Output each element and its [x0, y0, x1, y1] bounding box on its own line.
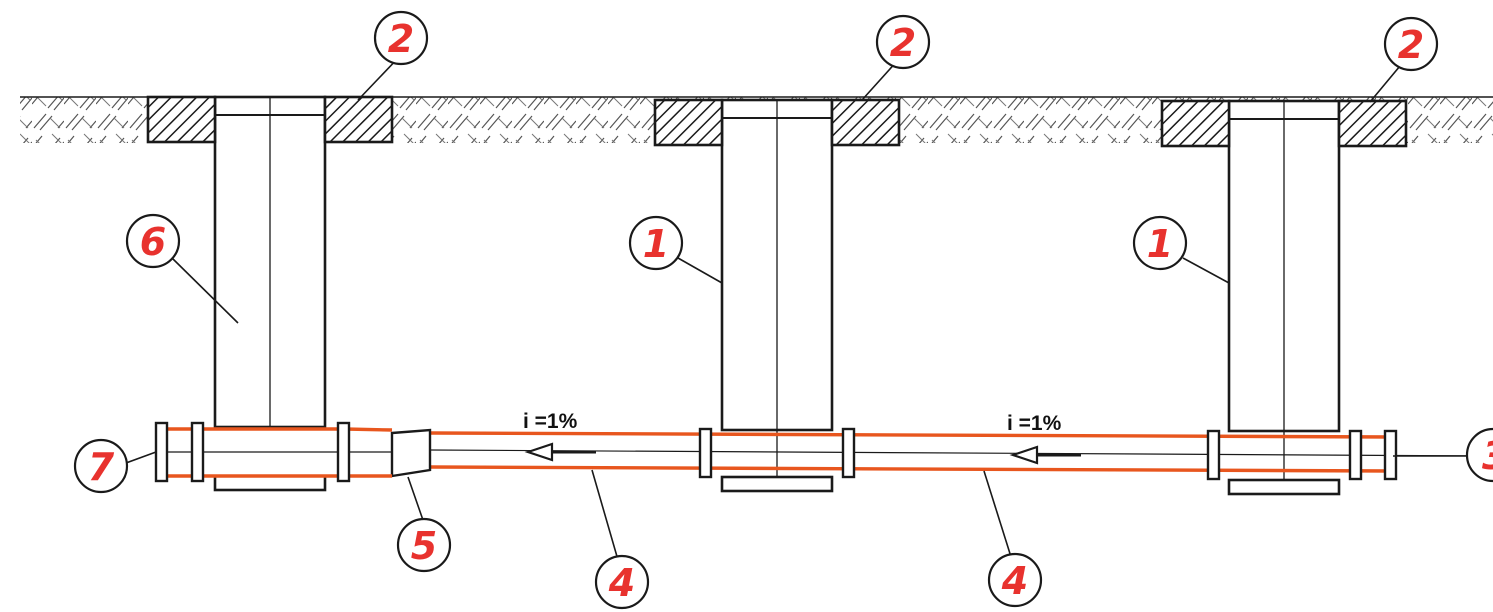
- flange: [1206, 429, 1221, 481]
- reducer: [390, 428, 432, 478]
- callout-outlet-flange: 7: [73, 438, 129, 494]
- callout-well-right: 1: [1132, 215, 1188, 271]
- callout-receiving-well: 6: [125, 213, 181, 269]
- cover-right: [830, 98, 901, 147]
- svg-text:6: 6: [140, 220, 166, 264]
- cover-left: [146, 95, 217, 144]
- flange: [190, 421, 205, 483]
- pipeline: [154, 421, 1493, 483]
- inspection-well-middle: [653, 98, 901, 493]
- flange: [154, 421, 169, 483]
- svg-text:7: 7: [88, 445, 115, 489]
- callout-covers-left: 2: [373, 10, 429, 66]
- slope-label-right: i =1%: [1007, 412, 1062, 435]
- callout-pipe-right: 4: [987, 552, 1043, 608]
- flange: [841, 427, 856, 479]
- cover-left: [653, 98, 724, 147]
- cover-right: [323, 95, 394, 144]
- callout-covers-middle: 2: [875, 14, 931, 70]
- callout-covers-right: 2: [1383, 16, 1439, 72]
- flow-arrow-right: [1009, 445, 1081, 465]
- inspection-well-right: [1160, 99, 1408, 496]
- svg-text:2: 2: [1398, 23, 1424, 67]
- callout-pipe-left: 4: [594, 554, 650, 610]
- well-base: [213, 474, 327, 492]
- svg-text:1: 1: [643, 222, 669, 266]
- svg-text:4: 4: [608, 561, 635, 605]
- slope-label-left: i =1%: [523, 410, 578, 433]
- well-base: [720, 475, 834, 493]
- leader-lines: [125, 54, 1468, 561]
- flow-arrow-left: [524, 442, 596, 462]
- svg-text:3: 3: [1482, 434, 1493, 478]
- flange: [698, 427, 713, 479]
- svg-text:2: 2: [890, 21, 916, 65]
- svg-text:5: 5: [411, 524, 437, 568]
- cover-left: [1160, 99, 1231, 148]
- svg-text:1: 1: [1147, 222, 1173, 266]
- well-base: [1227, 478, 1341, 496]
- flange: [1383, 429, 1398, 481]
- callout-inlet: 3: [1465, 427, 1493, 483]
- callout-well-middle: 1: [628, 215, 684, 271]
- callout-reducer: 5: [396, 517, 452, 573]
- flange: [336, 421, 351, 483]
- svg-text:2: 2: [388, 17, 414, 61]
- svg-text:4: 4: [1001, 559, 1028, 603]
- receiving-well: [146, 95, 394, 492]
- cover-right: [1337, 99, 1408, 148]
- flange: [1348, 429, 1363, 481]
